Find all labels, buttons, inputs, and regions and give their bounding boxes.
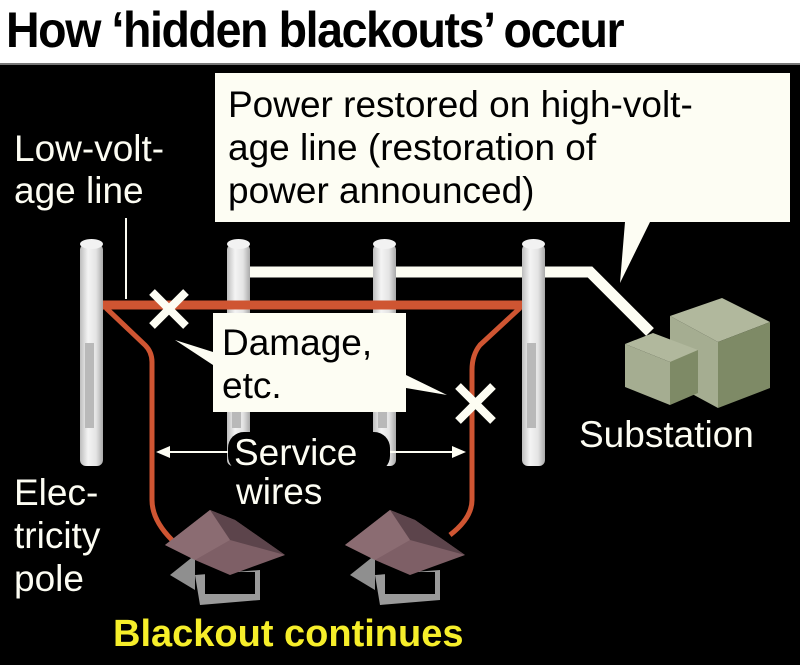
service-wires-label-1: Service	[234, 432, 357, 473]
service-wires-span-arrow	[156, 446, 466, 458]
service-wire-left	[104, 306, 174, 542]
power-restored-callout: Power restored on high-volt- age line (r…	[215, 73, 790, 283]
callout-line-2: age line (restoration of	[228, 127, 597, 168]
electricity-pole-icon	[80, 239, 103, 466]
pole-label-3: pole	[14, 558, 84, 599]
x-mark-icon	[455, 383, 496, 424]
low-voltage-label-1: Low-volt-	[14, 128, 164, 169]
electricity-pole-icon	[522, 239, 545, 466]
service-wire-right	[448, 306, 522, 537]
substation-icon	[625, 298, 770, 408]
damage-line-1: Damage,	[222, 322, 372, 363]
callout-line-3: power announced)	[228, 170, 535, 211]
substation-label: Substation	[579, 414, 754, 455]
blackout-status-label: Blackout continues	[113, 613, 464, 655]
house-icon	[165, 510, 285, 605]
callout-line-1: Power restored on high-volt-	[228, 84, 693, 125]
page-title: How ‘hidden blackouts’ occur	[6, 2, 625, 58]
house-icon	[345, 510, 465, 605]
damage-callout: Damage, etc.	[175, 313, 447, 412]
pole-label-1: Elec-	[14, 472, 98, 513]
pole-label-2: tricity	[14, 515, 101, 556]
service-wires-label-2: wires	[235, 471, 322, 512]
low-voltage-label-2: age line	[14, 170, 144, 211]
damage-line-2: etc.	[222, 365, 282, 406]
x-mark-icon	[149, 289, 189, 329]
